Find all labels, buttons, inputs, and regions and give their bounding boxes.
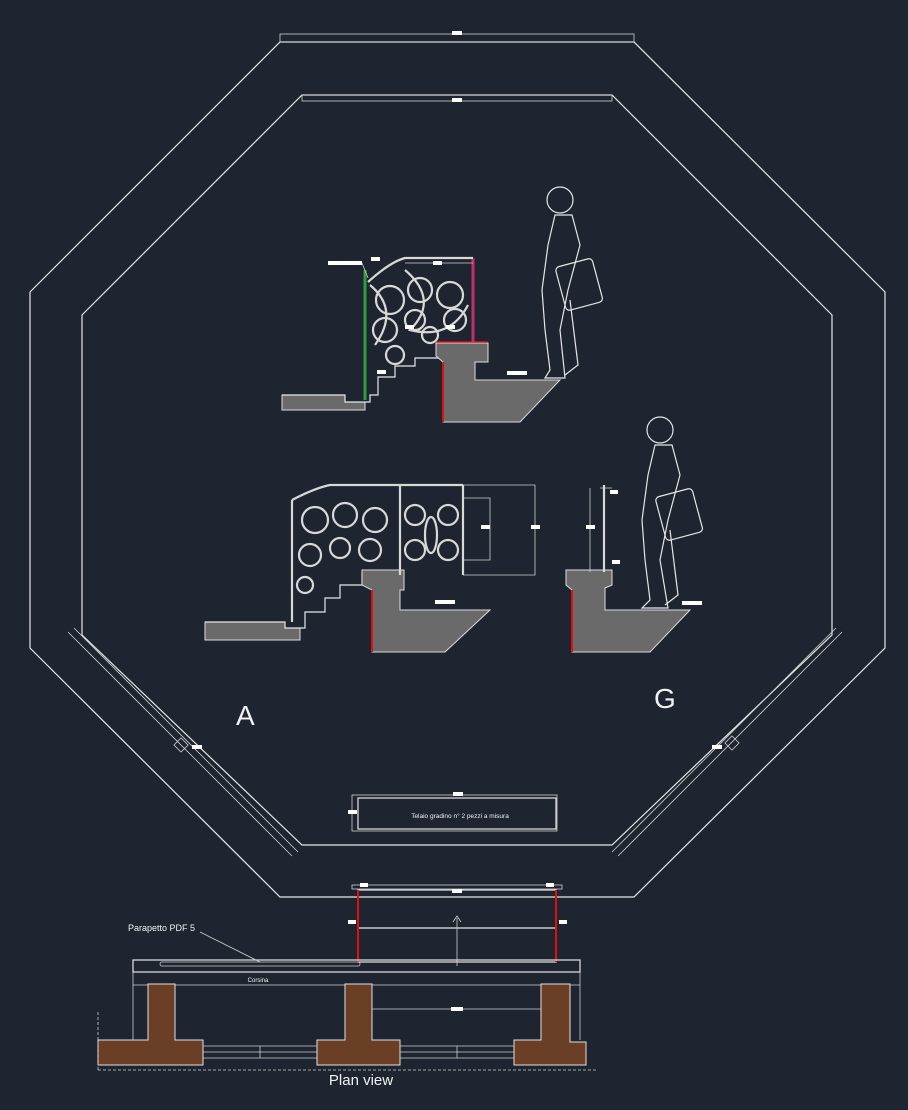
note-box: Telaio gradino n° 2 pezzi a misura — [348, 792, 558, 832]
section-label-g: G — [654, 683, 676, 714]
elevation-section-middle — [204, 483, 702, 653]
plan-view-title: Plan view — [329, 1072, 393, 1089]
plan-view: Parapetto PDF 5 Corsina Plan view — [97, 883, 597, 1089]
outer-octagon — [29, 31, 886, 898]
diagonal-rail-left — [67, 627, 299, 857]
note-text: Telaio gradino n° 2 pezzi a misura — [411, 812, 509, 820]
inner-octagon — [81, 94, 833, 846]
section-label-a: A — [236, 700, 255, 731]
corsina-label: Corsina — [248, 978, 269, 984]
person-figure — [640, 416, 704, 609]
person-figure — [541, 186, 604, 379]
diagonal-rail-right — [611, 627, 843, 857]
callout-parapetto: Parapetto PDF 5 — [128, 923, 195, 933]
elevation-section-a — [281, 256, 562, 423]
